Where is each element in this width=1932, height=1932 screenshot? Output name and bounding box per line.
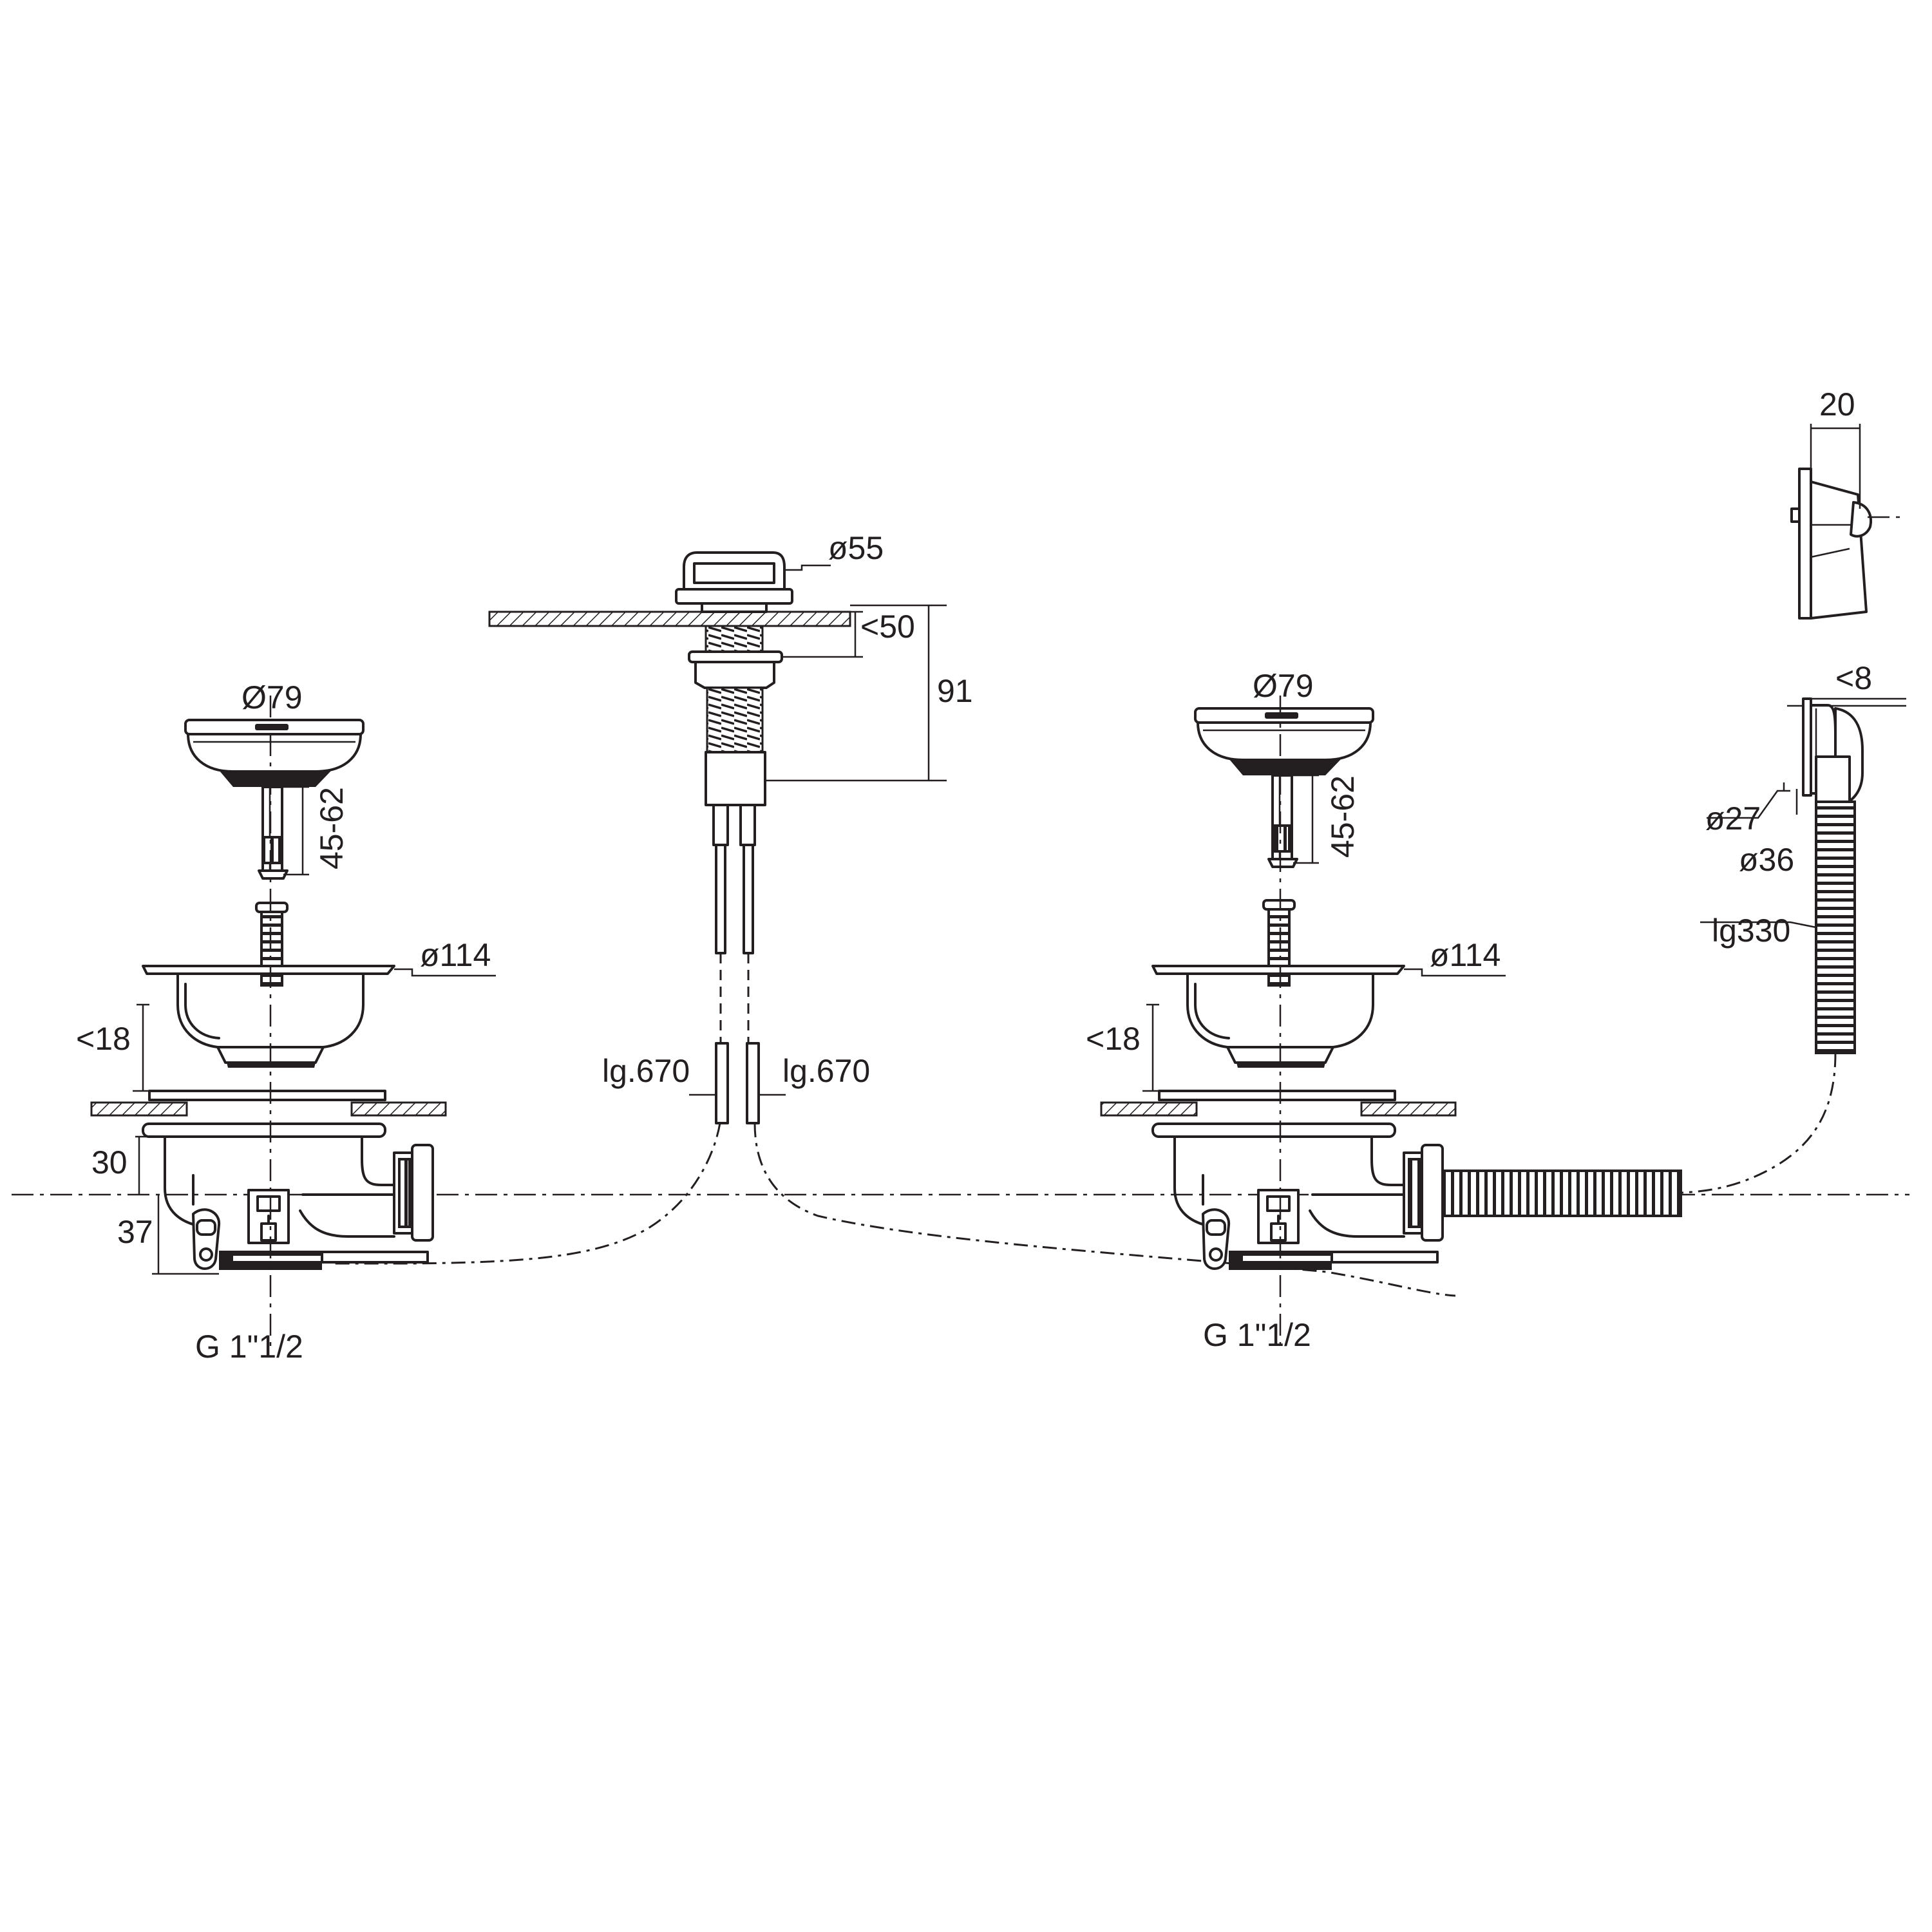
left-flange-diameter-label: ø114 <box>420 937 491 973</box>
left-dimensions <box>133 786 496 1275</box>
right-strainer-diameter-label: Ø79 <box>1253 668 1314 704</box>
left-drain-body <box>142 1122 434 1270</box>
knob-diameter-label: ø55 <box>828 530 884 566</box>
right-sink-plate-b <box>1360 1101 1457 1117</box>
overflow-depth-label: 20 <box>1819 386 1855 422</box>
right-strainer-basket <box>1194 707 1374 868</box>
overflow-cover-side-view <box>1790 468 1903 620</box>
popup-knob-assembly <box>335 551 1456 1297</box>
left-strainer-diameter-label: Ø79 <box>242 679 303 715</box>
deck-thickness-label: <50 <box>860 609 915 645</box>
overflow-hose-vertical <box>1815 800 1856 1054</box>
left-sink-thickness-label: <18 <box>76 1021 131 1057</box>
overflow-hose-horizontal <box>1441 1170 1682 1217</box>
right-flange-diameter-label: ø114 <box>1430 937 1501 973</box>
left-sink-plate-b <box>350 1101 447 1117</box>
deck-plate <box>488 611 851 627</box>
right-thread-label: G 1"1/2 <box>1203 1317 1311 1353</box>
right-sink-thickness-label: <18 <box>1086 1021 1141 1057</box>
left-sink-flange <box>142 965 395 1101</box>
left-thread-label: G 1"1/2 <box>195 1329 303 1365</box>
left-drain-assembly <box>90 696 447 1352</box>
overflow-inner-diameter-label: ø27 <box>1705 800 1761 837</box>
left-body-depth-label: 37 <box>117 1214 153 1250</box>
left-sink-plate-a <box>90 1101 188 1117</box>
left-body-height-label: 30 <box>91 1144 128 1180</box>
right-fixing-screw <box>1262 899 1296 987</box>
right-sink-plate-a <box>1100 1101 1198 1117</box>
cable-length-right-label: lg.670 <box>782 1053 870 1089</box>
center-dimensions <box>689 564 947 1096</box>
right-stem-length-label: 45-62 <box>1325 775 1361 858</box>
right-drain-assembly <box>1100 696 1682 1346</box>
overflow-depth-dimension <box>1810 424 1861 509</box>
hose-length-label: lg330 <box>1712 913 1790 949</box>
left-stem-length-label: 45-62 <box>314 787 350 869</box>
overflow-outer-diameter-label: ø36 <box>1739 842 1794 878</box>
cable-length-left-label: lg.670 <box>602 1053 690 1089</box>
right-drain-body <box>1151 1122 1682 1270</box>
knob-height-label: 91 <box>937 673 973 709</box>
overflow-fitting <box>1680 697 1864 1194</box>
right-dimensions <box>1142 774 1506 1092</box>
overflow-fitting-dimensions <box>1700 697 1906 929</box>
overflow-wall-label: <8 <box>1835 660 1872 696</box>
